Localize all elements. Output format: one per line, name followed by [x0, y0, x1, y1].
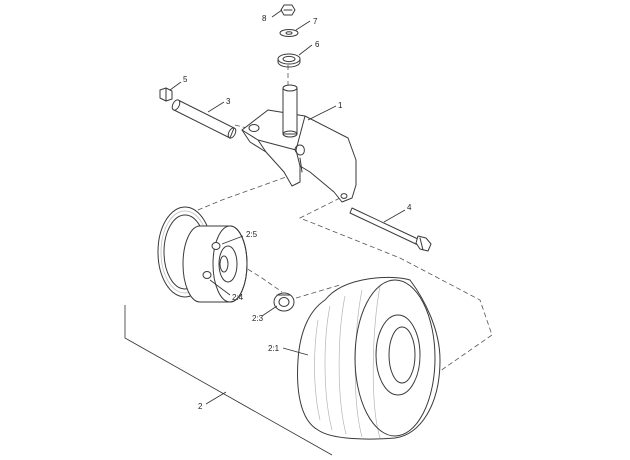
part-4-axle-bolt: [349, 207, 432, 252]
callout-3: 3: [226, 97, 231, 106]
callout-2-4: 2:4: [232, 293, 244, 302]
callout-5: 5: [183, 75, 188, 84]
callouts: 8 7 6 1 5 3 4 2:5 2:4 2:3 2:1 2: [183, 14, 412, 411]
assembly-bracket: [124, 305, 333, 456]
callout-2: 2: [198, 402, 203, 411]
part-8-hex-nut: [280, 4, 296, 16]
part-2-1-tire: [297, 276, 441, 440]
callout-2-3: 2:3: [252, 314, 264, 323]
alignment-lines: [185, 62, 493, 379]
part-2-3-wheel-bearing: [273, 292, 295, 312]
part-1-caster-fork: [241, 84, 357, 203]
callout-6: 6: [315, 40, 320, 49]
callout-4: 4: [407, 203, 412, 212]
part-2-wheel-rim: [157, 206, 248, 303]
part-6-bearing: [277, 53, 301, 68]
callout-1: 1: [338, 101, 343, 110]
leader-lines: [169, 9, 406, 356]
callout-2-5: 2:5: [246, 230, 258, 239]
part-3-spacer-tube: [171, 99, 237, 139]
callout-8: 8: [262, 14, 267, 23]
part-7-washer: [279, 29, 299, 37]
callout-2-1: 2:1: [268, 344, 280, 353]
part-5-hex-bolt: [159, 87, 173, 102]
callout-7: 7: [313, 17, 318, 26]
